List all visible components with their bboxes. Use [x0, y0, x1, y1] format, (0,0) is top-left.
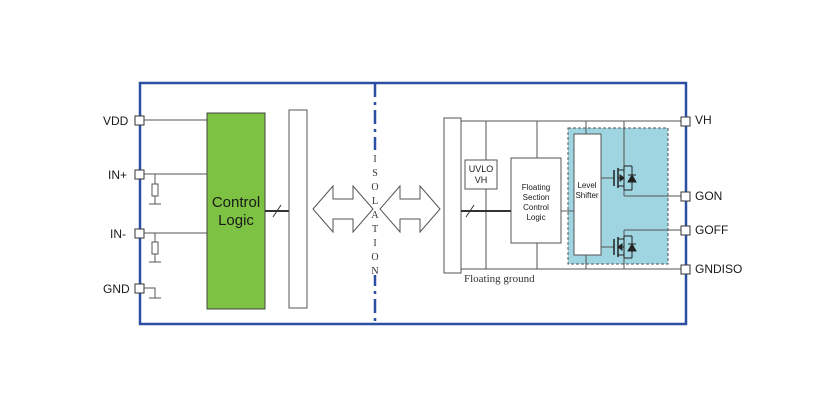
isolation-letter: O — [371, 252, 378, 263]
low-side-mosfet-icon — [613, 235, 637, 259]
level-shifter-label: Shifter — [575, 191, 598, 200]
pin-label-gndiso: GNDISO — [695, 262, 742, 276]
pin-label-vh: VH — [695, 113, 712, 127]
isolation-label: I S O L A T I O N — [368, 150, 382, 277]
isolation-letter: T — [372, 224, 378, 235]
pin-label-gon: GON — [695, 189, 722, 203]
floating-logic-label: Control — [523, 203, 549, 212]
tx-interface-bar — [288, 109, 308, 309]
isolation-letter: L — [372, 196, 378, 207]
floating-logic-label: Floating — [522, 183, 550, 192]
left-wires — [144, 119, 207, 299]
isolation-letter: S — [372, 168, 378, 179]
floating-rails — [461, 120, 681, 270]
isolation-letter: N — [371, 266, 378, 277]
floating-control-logic-block — [510, 157, 562, 244]
pin-in-minus — [134, 228, 145, 239]
rx-interface-bar — [443, 117, 462, 274]
pin-gndiso — [680, 264, 691, 275]
control-logic-label: Control — [212, 194, 260, 211]
right-bus — [461, 204, 511, 218]
high-side-mosfet-icon — [613, 165, 637, 191]
chip-boundary — [138, 81, 688, 326]
right-double-arrow — [379, 184, 441, 234]
floating-logic-label: Logic — [526, 213, 545, 222]
uvlo-label: UVLO — [469, 164, 494, 174]
level-shifter-block — [573, 133, 602, 256]
pin-gon — [680, 191, 691, 202]
isolation-letter: A — [371, 210, 379, 221]
pin-vh — [680, 116, 691, 127]
pin-label-in-plus: IN+ — [108, 168, 127, 182]
isolation-letter: I — [373, 238, 376, 249]
pin-label-vdd: VDD — [103, 114, 129, 128]
uvlo-label: VH — [475, 175, 488, 185]
pin-goff — [680, 225, 691, 236]
left-bus — [265, 204, 289, 218]
control-logic-label: Logic — [218, 212, 254, 229]
pin-label-gnd: GND — [103, 282, 130, 296]
pin-label-in-minus: IN- — [110, 227, 126, 241]
floating-ground-label: Floating ground — [464, 273, 535, 285]
floating-logic-label: Section — [523, 193, 550, 202]
control-logic-block — [206, 112, 266, 310]
pin-in-plus — [134, 169, 145, 180]
pin-vdd — [134, 115, 145, 126]
isolation-letter: I — [373, 154, 376, 165]
level-shifter-label: Level — [577, 181, 596, 190]
pin-gnd — [134, 283, 145, 294]
uvlo-block — [464, 159, 498, 190]
isolation-letter: O — [371, 182, 378, 193]
left-double-arrow — [312, 184, 374, 234]
pin-label-goff: GOFF — [695, 223, 728, 237]
